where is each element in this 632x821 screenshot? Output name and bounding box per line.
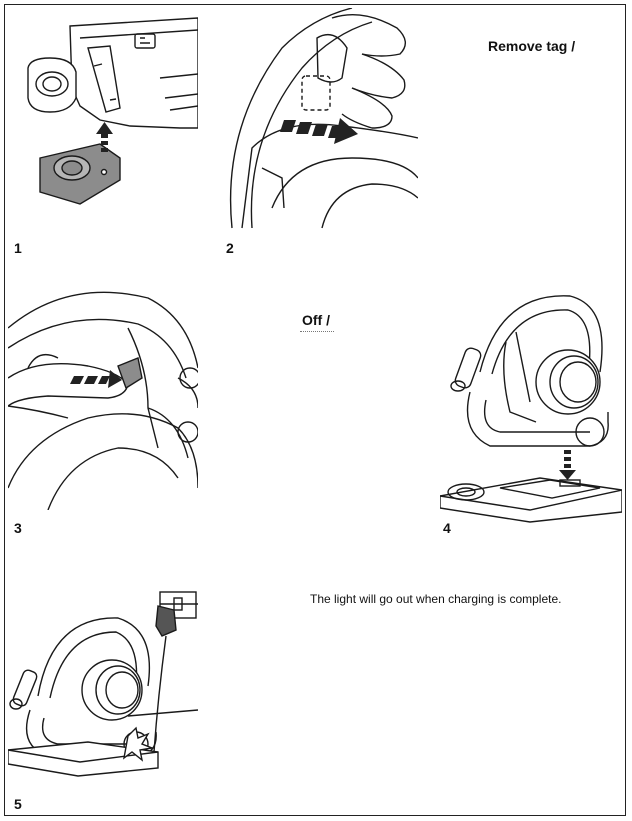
place-on-base-drawing xyxy=(440,295,622,523)
step-2-illustration xyxy=(222,8,418,230)
step-4-number: 4 xyxy=(443,520,451,536)
step-3-number: 3 xyxy=(14,520,22,536)
step-2-number: 2 xyxy=(226,240,234,256)
remove-tag-drawing xyxy=(229,8,418,229)
step-3-caption-underline xyxy=(300,331,334,332)
step-5-caption: The light will go out when charging is c… xyxy=(310,592,562,606)
wall-mount-attach-drawing xyxy=(27,17,198,205)
step-3-illustration xyxy=(8,288,198,510)
page-frame xyxy=(4,4,626,816)
step-1-number: 1 xyxy=(14,240,22,256)
step-5-number: 5 xyxy=(14,796,22,812)
step-4-illustration xyxy=(440,282,622,524)
step-5-illustration xyxy=(8,586,198,782)
step-1-illustration xyxy=(10,8,198,208)
switch-off-drawing xyxy=(8,291,198,510)
step-2-caption: Remove tag / xyxy=(488,38,576,54)
charging-drawing xyxy=(8,591,198,777)
step-3-caption: Off / xyxy=(302,312,330,328)
